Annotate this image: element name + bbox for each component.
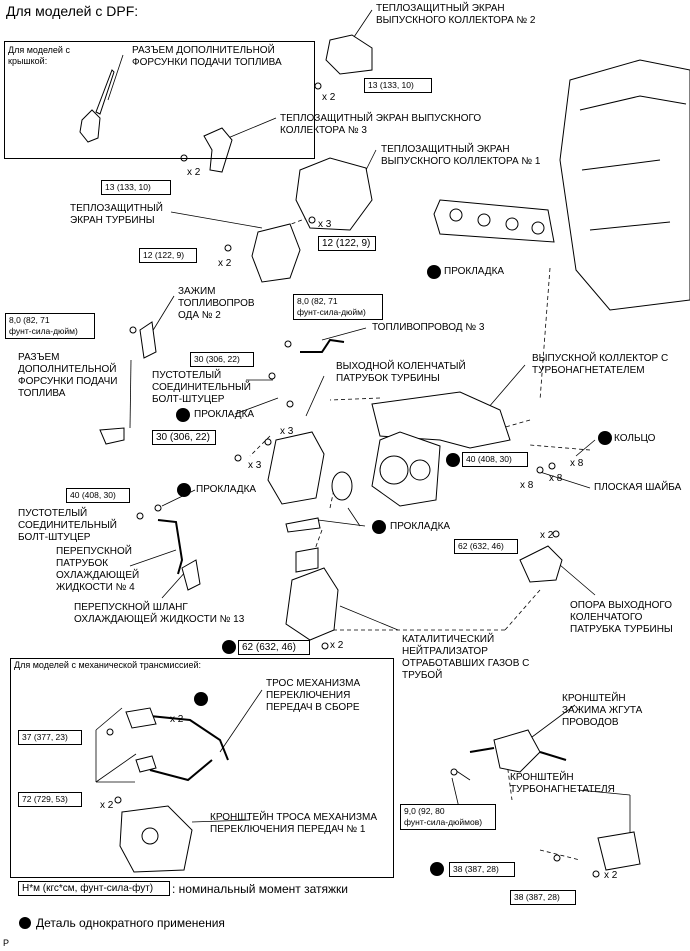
torque-box: 72 (729, 53) bbox=[18, 792, 82, 807]
single-use-icon bbox=[446, 453, 460, 467]
inset-frame-manual bbox=[10, 658, 394, 878]
torque-box: 13 (133, 10) bbox=[364, 78, 432, 93]
label-injector-connector-inset: РАЗЪЕМ ДОПОЛНИТЕЛЬНОЙ ФОРСУНКИ ПОДАЧИ ТО… bbox=[132, 45, 282, 68]
torque-box: 12 (122, 9) bbox=[139, 248, 197, 263]
single-use-icon bbox=[177, 483, 191, 497]
qty-mark: x 3 bbox=[248, 460, 262, 471]
torque-box: 38 (387, 28) bbox=[510, 890, 576, 905]
single-use-icon bbox=[372, 520, 386, 534]
legend-torque-unit: Н*м (кгс*см, фунт-сила-фут) bbox=[18, 881, 170, 896]
qty-mark: x 2 bbox=[330, 640, 344, 651]
label-coolant-hose: ПЕРЕПУСКНОЙ ШЛАНГ ОХЛАЖДАЮЩЕЙ ЖИДКОСТИ №… bbox=[74, 602, 245, 625]
label-fuel-clamp: ЗАЖИМ ТОПЛИВОПРОВ ОДА № 2 bbox=[178, 286, 255, 321]
qty-mark: x 2 bbox=[604, 870, 618, 881]
torque-box: 30 (306, 22) bbox=[190, 352, 254, 367]
label-flat-washer: ПЛОСКАЯ ШАЙБА bbox=[594, 482, 682, 493]
qty-mark: x 2 bbox=[170, 714, 184, 725]
label-union-bolt-2: ПУСТОТЕЛЫЙ СОЕДИНИТЕЛЬНЫЙ БОЛТ-ШТУЦЕР bbox=[18, 508, 117, 543]
inset-frame-cover bbox=[4, 41, 315, 159]
label-injector-connector: РАЗЪЕМ ДОПОЛНИТЕЛЬНОЙ ФОРСУНКИ ПОДАЧИ ТО… bbox=[18, 352, 118, 399]
inset-caption-cover: Для моделей с крышкой: bbox=[8, 45, 70, 66]
qty-mark: x 3 bbox=[280, 426, 294, 437]
torque-box: 40 (408, 30) bbox=[66, 488, 130, 503]
single-use-icon bbox=[427, 265, 441, 279]
torque-box: 8,0 (82, 71 фунт-сила-дюйм) bbox=[5, 313, 95, 339]
label-fuel-line-3: ТОПЛИВОПРОВОД № 3 bbox=[372, 322, 485, 333]
label-manifold-turbo: ВЫПУСКНОЙ КОЛЛЕКТОР С ТУРБОНАГНЕТАТЕЛЕМ bbox=[532, 353, 669, 376]
label-turbo-bracket: КРОНШТЕЙН ТУРБОНАГНЕТАТЕЛЯ bbox=[510, 772, 615, 795]
legend-torque-desc: : номинальный момент затяжки bbox=[172, 882, 348, 896]
page-title: Для моделей с DPF: bbox=[6, 3, 139, 19]
single-use-icon bbox=[194, 692, 208, 706]
torque-box: 13 (133, 10) bbox=[101, 180, 171, 195]
qty-mark: x 2 bbox=[100, 800, 114, 811]
qty-mark: x 8 bbox=[570, 458, 584, 469]
label-ring: КОЛЬЦО bbox=[614, 433, 656, 444]
label-heat-shield-2: ТЕПЛОЗАЩИТНЫЙ ЭКРАН ВЫПУСКНОГО КОЛЛЕКТОР… bbox=[376, 3, 536, 26]
label-catalyst: КАТАЛИТИЧЕСКИЙ НЕЙТРАЛИЗАТОР ОТРАБОТАВШИ… bbox=[402, 634, 530, 681]
torque-box: 9,0 (92, 80 фунт-сила-дюймов) bbox=[400, 804, 496, 830]
label-shift-cable: ТРОС МЕХАНИЗМА ПЕРЕКЛЮЧЕНИЯ ПЕРЕДАЧ В СБ… bbox=[266, 678, 361, 713]
single-use-icon bbox=[598, 431, 612, 445]
label-gasket-2: ПРОКЛАДКА bbox=[194, 409, 255, 420]
torque-box: 62 (632, 46) bbox=[454, 539, 518, 554]
qty-mark: x 3 bbox=[318, 219, 332, 230]
single-use-icon bbox=[222, 640, 236, 654]
label-heat-shield-1: ТЕПЛОЗАЩИТНЫЙ ЭКРАН ВЫПУСКНОГО КОЛЛЕКТОР… bbox=[381, 144, 541, 167]
qty-mark: x 2 bbox=[218, 258, 232, 269]
torque-box: 37 (377, 23) bbox=[18, 730, 82, 745]
label-outlet-support: ОПОРА ВЫХОДНОГО КОЛЕНЧАТОГО ПАТРУБКА ТУР… bbox=[570, 600, 673, 635]
torque-box: 30 (306, 22) bbox=[152, 430, 216, 445]
qty-mark: x 2 bbox=[187, 167, 201, 178]
label-gasket-4: ПРОКЛАДКА bbox=[390, 521, 451, 532]
legend-single-use: Деталь однократного применения bbox=[36, 916, 225, 930]
label-heat-shield-3: ТЕПЛОЗАЩИТНЫЙ ЭКРАН ВЫПУСКНОГО КОЛЛЕКТОР… bbox=[280, 113, 482, 136]
qty-mark: x 2 bbox=[540, 530, 554, 541]
label-shift-cable-bracket: КРОНШТЕЙН ТРОСА МЕХАНИЗМА ПЕРЕКЛЮЧЕНИЯ П… bbox=[210, 812, 377, 835]
single-use-icon bbox=[176, 408, 190, 422]
label-gasket-1: ПРОКЛАДКА bbox=[444, 266, 505, 277]
qty-mark: x 2 bbox=[322, 92, 336, 103]
label-turbo-heat-shield: ТЕПЛОЗАЩИТНЫЙ ЭКРАН ТУРБИНЫ bbox=[70, 203, 163, 226]
label-coolant-pipe: ПЕРЕПУСКНОЙ ПАТРУБОК ОХЛАЖДАЮЩЕЙ ЖИДКОСТ… bbox=[56, 546, 140, 593]
torque-box: 12 (122, 9) bbox=[318, 236, 376, 251]
label-gasket-3: ПРОКЛАДКА bbox=[196, 484, 257, 495]
torque-box: 8,0 (82, 71 фунт-сила-дюйм) bbox=[293, 294, 383, 320]
label-turbo-outlet: ВЫХОДНОЙ КОЛЕНЧАТЫЙ ПАТРУБОК ТУРБИНЫ bbox=[336, 361, 466, 384]
label-union-bolt-1: ПУСТОТЕЛЫЙ СОЕДИНИТЕЛЬНЫЙ БОЛТ-ШТУЦЕР bbox=[152, 370, 251, 405]
corner-mark: P bbox=[3, 938, 10, 948]
label-harness-bracket: КРОНШТЕЙН ЗАЖИМА ЖГУТА ПРОВОДОВ bbox=[562, 693, 643, 728]
inset-caption-manual: Для моделей с механической трансмиссией: bbox=[14, 660, 202, 670]
single-use-icon bbox=[19, 917, 31, 929]
qty-mark: x 8 bbox=[520, 480, 534, 491]
torque-box: 38 (387, 28) bbox=[449, 862, 515, 877]
torque-box: 40 (408, 30) bbox=[462, 452, 528, 467]
torque-box: 62 (632, 46) bbox=[238, 640, 310, 655]
qty-mark: x 8 bbox=[549, 473, 563, 484]
single-use-icon bbox=[430, 862, 444, 876]
